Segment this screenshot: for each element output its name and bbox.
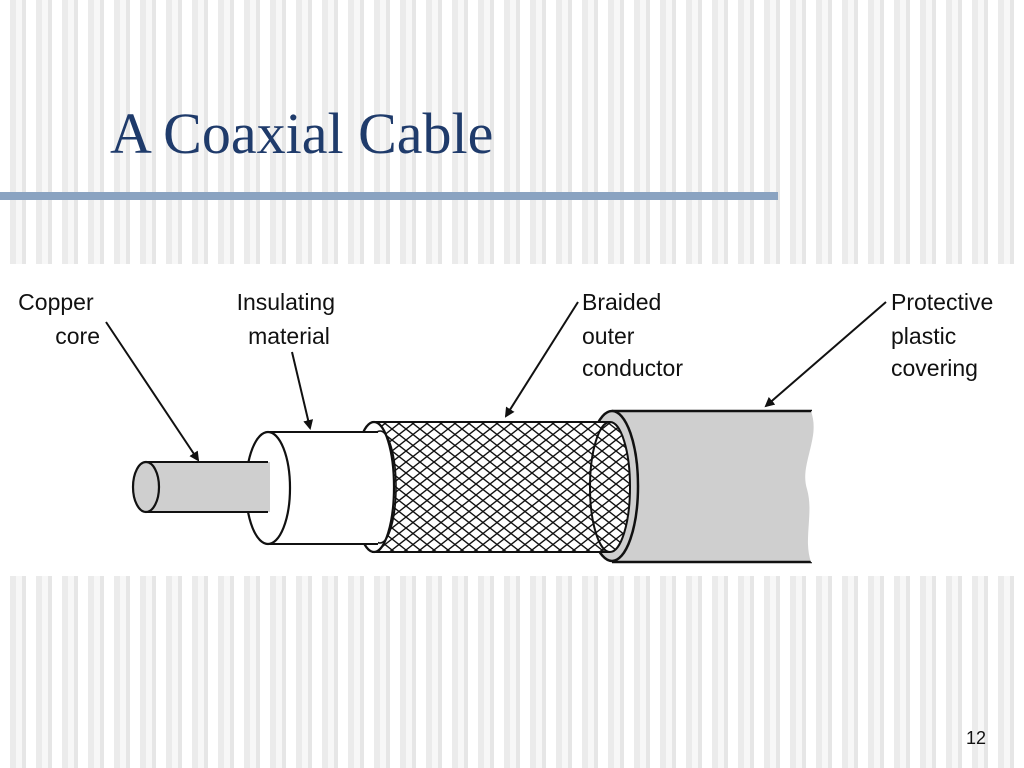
copper-core-pointer: [105, 321, 200, 462]
braided-outer-conductor: [352, 420, 631, 554]
copper-core-label: Copper core: [18, 289, 100, 349]
braided-outer-conductor-label-line: Braided: [582, 289, 661, 315]
protective-plastic-covering-label-line: plastic: [891, 323, 956, 349]
page-number: 12: [965, 728, 986, 748]
copper-core-label-line: core: [55, 323, 100, 349]
braided-outer-conductor-label: Braided outer conductor: [582, 289, 683, 381]
slide-title: A Coaxial Cable: [110, 101, 494, 166]
insulating-material: [244, 430, 378, 546]
protective-plastic-covering-label-line: covering: [891, 355, 978, 381]
braided-outer-conductor-pointer: [504, 301, 579, 418]
copper-core: [131, 460, 270, 514]
insulating-material-label-line: Insulating: [237, 289, 335, 315]
braided-outer-conductor-label-line: conductor: [582, 355, 683, 381]
title-rule: [0, 192, 778, 200]
insulating-material-label: Insulating material: [237, 289, 342, 349]
copper-core-label-line: Copper: [18, 289, 94, 315]
braided-outer-conductor-label-line: outer: [582, 323, 635, 349]
insulating-material-pointer: [291, 351, 314, 430]
coaxial-cable-diagram: Copper core Insulating material Braided …: [0, 264, 1024, 576]
protective-plastic-covering-label: Protective plastic covering: [891, 289, 1000, 381]
protective-plastic-covering-pointer: [764, 301, 887, 408]
protective-plastic-covering-label-line: Protective: [891, 289, 993, 315]
insulating-material-label-line: material: [248, 323, 330, 349]
